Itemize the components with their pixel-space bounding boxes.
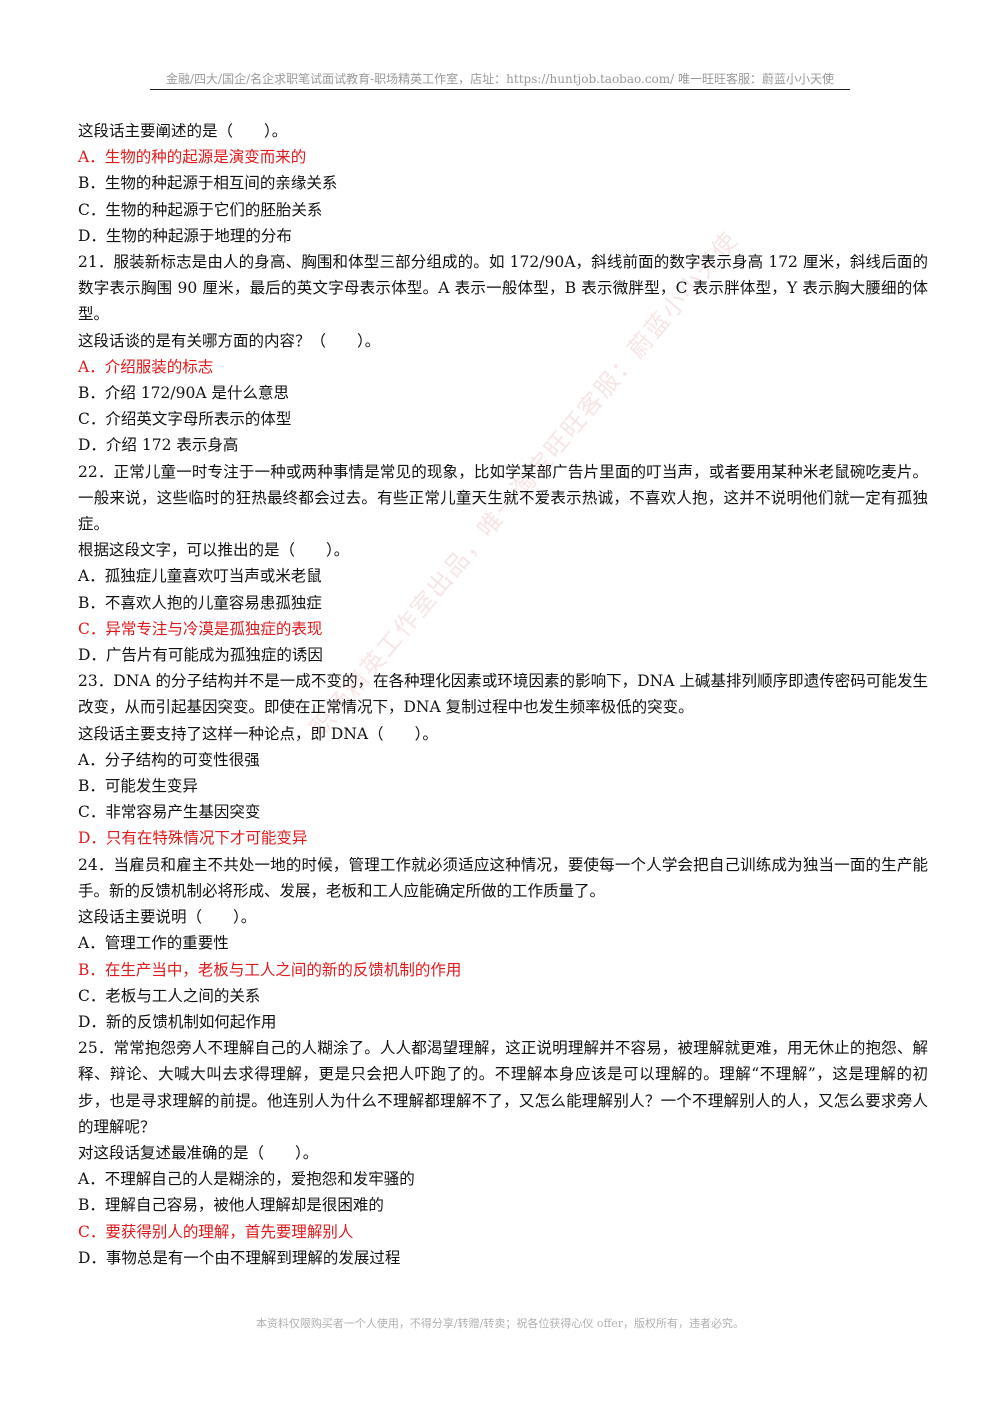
question-prompt: 这段话主要阐述的是（ ）。 — [78, 122, 288, 140]
question-21-stem: 21．服装新标志是由人的身高、胸围和体型三部分组成的。如 172/90A，斜线前… — [78, 253, 928, 324]
page-header: 金融/四大/国企/名企求职笔试面试教育-职场精英工作室，店址：https://h… — [165, 72, 835, 86]
question-21-prompt: 这段话谈的是有关哪方面的内容？（ ）。 — [78, 331, 381, 350]
q21-option-c: C．介绍英文字母所表示的体型 — [78, 410, 292, 429]
q25-option-a: A．不理解自己的人是糊涂的，爱抱怨和发牢骚的 — [78, 1170, 415, 1189]
q24-option-a: A．管理工作的重要性 — [78, 934, 229, 953]
document-body: 这段话主要阐述的是（ ）。 A．生物的种的起源是演变而来的 B．生物的种起源于相… — [78, 118, 928, 1271]
question-25-prompt: 对这段话复述最准确的是（ ）。 — [78, 1143, 319, 1162]
question-23-stem: 23．DNA 的分子结构并不是一成不变的，在各种理化因素或环境因素的影响下，DN… — [78, 672, 928, 717]
header-rule — [150, 89, 850, 90]
q22-option-b: B．不喜欢人抱的儿童容易患孤独症 — [78, 593, 322, 612]
question-23-prompt: 这段话主要支持了这样一种论点，即 DNA（ ）。 — [78, 724, 438, 743]
question-24-stem: 24．当雇员和雇主不共处一地的时候，管理工作就必须适应这种情况，要使每一个人学会… — [78, 855, 928, 900]
q22-option-d: D．广告片有可能成为孤独症的诱因 — [78, 646, 323, 665]
question-22-prompt: 根据这段文字，可以推出的是（ ）。 — [78, 541, 350, 560]
q23-option-c: C．非常容易产生基因突变 — [78, 803, 261, 822]
q23-option-a: A．分子结构的可变性很强 — [78, 750, 260, 769]
q24-answer-option-b: B．在生产当中，老板与工人之间的新的反馈机制的作用 — [78, 960, 462, 979]
q25-option-b: B．理解自己容易，被他人理解却是很困难的 — [78, 1196, 384, 1215]
answer-option-a: A．生物的种的起源是演变而来的 — [78, 148, 307, 167]
page-footer: 本资料仅限购买者一个人使用，不得分享/转赠/转卖；祝各位获得心仪 offer，版… — [255, 1317, 745, 1330]
q22-option-a: A．孤独症儿童喜欢叮当声或米老鼠 — [78, 567, 322, 586]
q21-option-b: B．介绍 172/90A 是什么意思 — [78, 384, 289, 403]
q25-answer-option-c: C．要获得别人的理解，首先要理解别人 — [78, 1222, 354, 1241]
question-24-prompt: 这段话主要说明（ ）。 — [78, 908, 257, 927]
q25-option-d: D．事物总是有一个由不理解到理解的发展过程 — [78, 1248, 401, 1267]
q23-answer-option-d: D．只有在特殊情况下才可能变异 — [78, 829, 308, 848]
q21-option-d: D．介绍 172 表示身高 — [78, 436, 239, 455]
option-c: C．生物的种起源于它们的胚胎关系 — [78, 200, 323, 219]
q21-answer-option-a: A．介绍服装的标志 — [78, 357, 214, 376]
option-d: D．生物的种起源于地理的分布 — [78, 226, 292, 245]
q24-option-d: D．新的反馈机制如何起作用 — [78, 1012, 277, 1031]
q24-option-c: C．老板与工人之间的关系 — [78, 986, 261, 1005]
q22-answer-option-c: C．异常专注与冷漠是孤独症的表现 — [78, 619, 323, 638]
question-25-stem: 25．常常抱怨旁人不理解自己的人糊涂了。人人都渴望理解，这正说明理解并不容易，被… — [78, 1039, 928, 1136]
q23-option-b: B．可能发生变异 — [78, 777, 198, 796]
question-22-stem: 22．正常儿童一时专注于一种或两种事情是常见的现象，比如学某部广告片里面的叮当声… — [78, 462, 928, 534]
option-b: B．生物的种起源于相互间的亲缘关系 — [78, 174, 338, 193]
